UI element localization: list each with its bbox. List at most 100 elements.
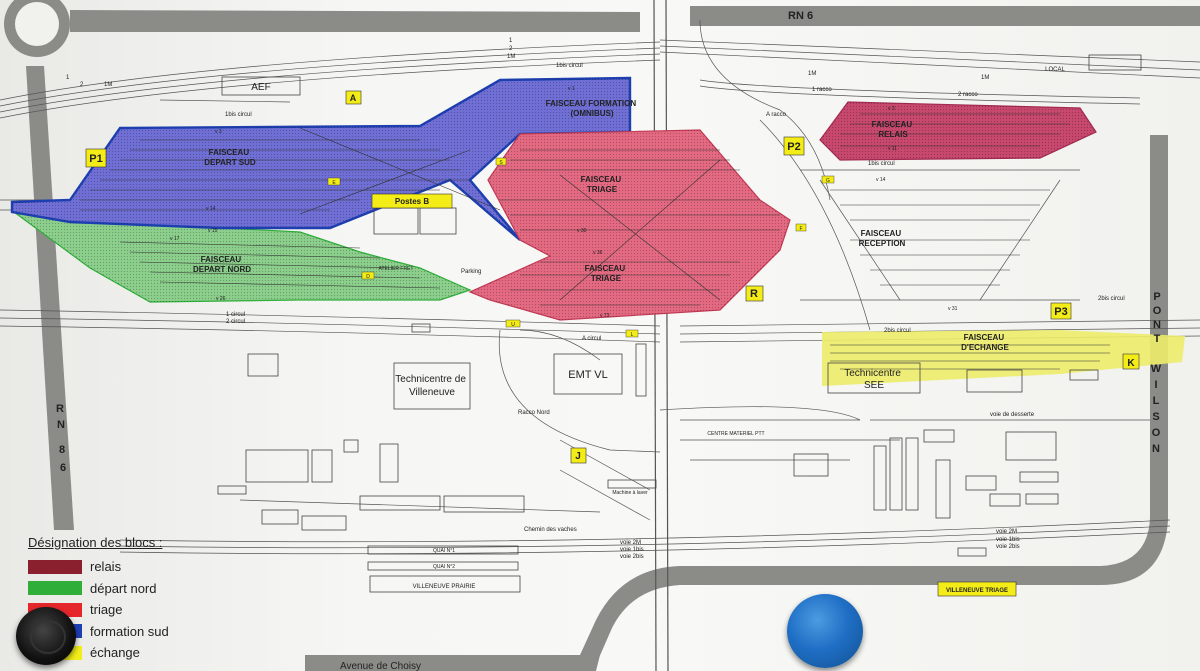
legend-label-relais: relais (90, 559, 122, 575)
wilson-letter: L (1153, 395, 1160, 407)
building-technicentre (393, 362, 471, 410)
label-technicentre-l2: Villeneuve (409, 387, 455, 398)
signal-letters: S E G D U L F (332, 160, 830, 338)
track-label: 1 (66, 75, 70, 81)
zone-label-triage-2-l1: FAISCEAU (585, 264, 626, 273)
zone-label-reception: FAISCEAU RECEPTION (859, 229, 906, 248)
building-see (827, 362, 921, 394)
legend-swatch-depart-nord (28, 581, 82, 596)
track-label: v 73 (600, 313, 610, 319)
post-p1-box (85, 148, 107, 168)
zone-label-triage-1-l2: TRIAGE (587, 185, 618, 194)
track-label: v 11 (888, 146, 897, 152)
track-label: voie 1bis (620, 547, 644, 553)
legend-item-relais: relais (28, 556, 228, 578)
label-technicentre-l1: Technicentre de (395, 374, 466, 385)
pont-letter: P (1153, 291, 1160, 303)
wilson-letter: I (1154, 379, 1157, 391)
label-atelier-fret: ATELIER FRET (379, 266, 414, 272)
wilson-letter: O (1152, 427, 1161, 439)
zone-triage (468, 129, 791, 321)
zone-label-triage-2: FAISCEAU TRIAGE (585, 264, 628, 283)
track-label: v 14 (876, 177, 886, 183)
zone-label-triage-2-l2: TRIAGE (591, 274, 622, 283)
building-aef (221, 76, 301, 96)
zone-label-relais-l1: FAISCEAU (872, 120, 913, 129)
track-label: voie 2M (620, 540, 641, 546)
building-outlines (217, 54, 1142, 593)
track-label: 1M (104, 82, 112, 88)
track-label: v 3 (215, 129, 222, 135)
legend-item-depart-nord: départ nord (28, 578, 228, 600)
track-label: 1bis circul (556, 63, 583, 69)
signal-label: L (631, 332, 634, 338)
label-rn86-r: R (56, 403, 64, 415)
track-label: A circul (582, 336, 601, 342)
label-aef: AEF (251, 82, 270, 93)
post-p3-box (1050, 302, 1072, 320)
zone-label-depart-nord-l2: DEPART NORD (193, 265, 251, 274)
track-label: 1 circul (226, 312, 245, 318)
track-label: voie 2bis (996, 544, 1020, 550)
track-label: v 26 (216, 296, 226, 302)
zone-relais (819, 101, 1097, 161)
label-technicentre-villeneuve: Technicentre de Villeneuve (395, 374, 468, 398)
post-p2: P2 (787, 141, 800, 153)
post-r-box (745, 285, 764, 302)
label-pont-wilson: P O N T W I L S O N (1151, 291, 1162, 455)
zone-label-relais: FAISCEAU RELAIS (872, 120, 915, 139)
roundabout (4, 0, 70, 57)
post-p1: P1 (89, 153, 102, 165)
post-b: Postes B (395, 197, 429, 206)
track-label: 2 (509, 46, 513, 52)
zone-label-echange-l2: D'ECHANGE (961, 343, 1009, 352)
zone-depart-nord (13, 211, 472, 303)
track-label: v 3 (888, 106, 895, 112)
zone-label-triage-1: FAISCEAU TRIAGE (581, 175, 624, 194)
pont-letter: O (1153, 305, 1162, 317)
track-label: voie 2M (996, 529, 1017, 535)
track-label: 1bis circul (868, 161, 895, 167)
track-label: v 30 (577, 228, 587, 234)
signal-label: F (799, 226, 802, 232)
track-label: v 17 (170, 236, 180, 242)
track-label: 2 racco (958, 92, 978, 98)
label-see-l2: SEE (864, 380, 884, 391)
track-label: A racco (766, 112, 787, 118)
wilson-letter: W (1151, 363, 1162, 375)
zone-label-echange-l1: FAISCEAU (964, 333, 1005, 342)
label-machine-laver: Machine à laver (612, 490, 648, 496)
zone-label-formation-l1: FAISCEAU FORMATION (546, 99, 637, 108)
signal-label: G (826, 178, 830, 184)
pont-letter: T (1154, 333, 1161, 345)
road-avenue (305, 655, 600, 671)
track-label: 1M (808, 71, 816, 77)
label-villeneuve-triage: VILLENEUVE TRIAGE (946, 588, 1008, 594)
post-a: A (350, 93, 357, 103)
track-label: 2bis circul (884, 328, 911, 334)
zone-label-depart-nord: FAISCEAU DEPART NORD (193, 255, 251, 274)
pont-letter: N (1153, 319, 1161, 331)
track-label: 2bis circul (1098, 296, 1125, 302)
building-emt (553, 353, 623, 395)
zone-label-relais-l2: RELAIS (878, 130, 908, 139)
label-rn86-n: N (57, 419, 65, 431)
track-label: v 14 (206, 206, 216, 212)
label-quai1: QUAI N°1 (433, 548, 455, 554)
track-label: 1M (507, 54, 515, 60)
post-boxes (85, 90, 1140, 597)
zone-formation-sud (10, 76, 632, 241)
zone-label-reception-l1: FAISCEAU (861, 229, 902, 238)
legend-title: Désignation des blocs : (28, 535, 163, 550)
legend-swatch-relais (28, 559, 82, 574)
signal-label: U (511, 322, 515, 328)
label-emt-vl: EMT VL (568, 369, 608, 381)
zone-label-formation-l2: (OMNIBUS) (570, 109, 613, 118)
track-label: v 31 (948, 306, 958, 312)
label-rn6: RN 6 (788, 10, 813, 22)
villeneuve-triage-box (937, 581, 1017, 597)
track-label: voie 1bis (996, 537, 1020, 543)
legend-label-triage: triage (90, 602, 123, 618)
signals (327, 157, 835, 338)
